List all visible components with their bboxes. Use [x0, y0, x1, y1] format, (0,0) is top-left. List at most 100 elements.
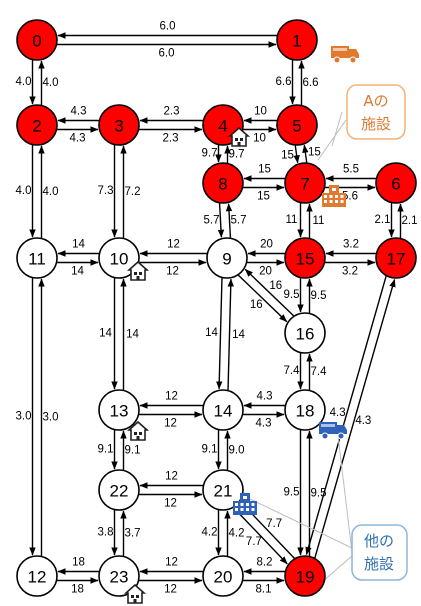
- node-circle: [276, 104, 318, 146]
- edge-weight-label: 14: [99, 328, 112, 340]
- node-label: 5: [292, 117, 301, 136]
- edge-weight-label: 14: [71, 266, 84, 278]
- edge-weight-label: 12: [165, 557, 178, 569]
- node-label: 21: [214, 482, 233, 501]
- node-label: 15: [296, 250, 315, 269]
- node-label: 3: [114, 117, 123, 136]
- node-circle: [202, 555, 244, 597]
- edge-weight-label: 4.2: [229, 528, 245, 540]
- edge-5-to-7: [293, 145, 300, 164]
- edge-weight-label: 18: [71, 584, 84, 596]
- edge-9-to-16: [237, 274, 288, 323]
- house-icon: [126, 420, 150, 441]
- edge-weight-label: 5.7: [203, 215, 219, 227]
- node-3: 3: [98, 104, 140, 146]
- node-label: 9: [222, 250, 231, 269]
- node-circle: [16, 237, 58, 279]
- other-facility-label-line2: 施設: [364, 555, 394, 573]
- house-icon: [126, 260, 150, 281]
- edge-weight-label: 12: [165, 391, 178, 403]
- edge-weight-label: 5.5: [343, 164, 359, 176]
- edge-weight-label: 14: [72, 239, 85, 251]
- node-label: 14: [214, 402, 233, 421]
- edge-weight-label: 14: [232, 329, 245, 341]
- other-facility-label-line1: 他の: [364, 532, 394, 550]
- edge-weight-label: 15: [281, 149, 294, 161]
- edge-weight-label: 3.2: [343, 239, 359, 251]
- node-circle: [375, 162, 417, 204]
- node-6: 6: [375, 162, 417, 204]
- edge-weight-label: 2.1: [402, 215, 418, 227]
- edge-weight-label: 4.3: [256, 418, 272, 430]
- node-circle: [202, 389, 244, 431]
- edge-weight-label: 9.5: [284, 289, 300, 301]
- edge-weight-label: 6.6: [303, 77, 319, 89]
- callout-leader-line: [321, 555, 353, 583]
- edge-weight-label: 9.7: [229, 149, 245, 161]
- node-circle: [206, 237, 248, 279]
- node-2: 2: [16, 104, 58, 146]
- edge-weight-label: 4.2: [202, 527, 218, 539]
- node-circle: [202, 469, 244, 511]
- node-10: 10: [98, 237, 140, 279]
- node-circle: [375, 237, 417, 279]
- edge-weight-label: 4.3: [70, 133, 86, 145]
- node-circle: [98, 469, 140, 511]
- edge-8-to-9: [217, 203, 225, 238]
- edge-weight-label: 14: [205, 327, 218, 339]
- house-icon: [227, 126, 251, 147]
- node-16: 16: [284, 312, 326, 354]
- edge-weight-label: 9.7: [202, 148, 218, 160]
- node-label: 17: [387, 250, 406, 269]
- edge-weight-label: 7.4: [284, 365, 301, 377]
- edge-weight-label: 7.7: [266, 518, 282, 530]
- edge-weight-label: 5.7: [231, 214, 247, 226]
- other-facility-callout: 他の 施設: [351, 524, 408, 581]
- node-8: 8: [202, 162, 244, 204]
- node-label: 11: [28, 250, 46, 269]
- edge-weight-label: 15: [257, 191, 270, 203]
- node-0: 0: [16, 19, 58, 61]
- edge-weight-label: 16: [250, 299, 263, 311]
- edge-weight-label: 12: [164, 584, 177, 596]
- edge-weight-label: 12: [164, 498, 177, 510]
- edge-weight-label: 6.0: [160, 21, 176, 33]
- callout-leaders: [247, 111, 353, 583]
- school-icon: [233, 493, 257, 515]
- node-19: 19: [284, 555, 326, 597]
- node-label: 13: [110, 402, 129, 421]
- edge-weight-label: 9.1: [202, 444, 218, 456]
- edge-weight-label: 2.3: [163, 133, 179, 145]
- callout-leader-line: [331, 111, 343, 147]
- node-label: 19: [296, 568, 315, 587]
- edge-17-to-19: [305, 275, 387, 556]
- edge-weight-label: 9.1: [125, 445, 141, 457]
- edge-weight-label: 10: [254, 106, 267, 118]
- edge-weight-label: 3.7: [125, 528, 141, 540]
- node-label: 2: [32, 117, 41, 136]
- edge-weight-label: 4.3: [71, 106, 87, 118]
- edge-weight-label: 12: [167, 239, 180, 251]
- edge-weight-label: 12: [166, 266, 179, 278]
- callout-leader-line: [247, 497, 353, 549]
- node-20: 20: [202, 555, 244, 597]
- edge-weight-label: 6.6: [276, 76, 292, 88]
- node-circle: [98, 237, 140, 279]
- node-circle: [284, 555, 326, 597]
- edge-9-to-14: [216, 277, 223, 390]
- truck-icon: [319, 422, 347, 440]
- edge-weight-label: 3.2: [342, 266, 358, 278]
- edge-weight-label: 4.3: [257, 391, 273, 403]
- node-label: 8: [218, 175, 227, 194]
- node-18: 18: [284, 389, 326, 431]
- node-circle: [276, 19, 318, 61]
- node-7: 7: [284, 162, 326, 204]
- school-icon: [322, 185, 346, 207]
- edge-weight-label: 9.1: [98, 444, 114, 456]
- callouts-layer: Aの 施設 他の 施設: [346, 84, 408, 581]
- edge-weight-label: 7.4: [311, 366, 328, 378]
- node-circle: [98, 555, 140, 597]
- callout-leader-line: [317, 119, 347, 161]
- node-21: 21: [202, 469, 244, 511]
- edge-weight-label: 4.3: [355, 415, 371, 427]
